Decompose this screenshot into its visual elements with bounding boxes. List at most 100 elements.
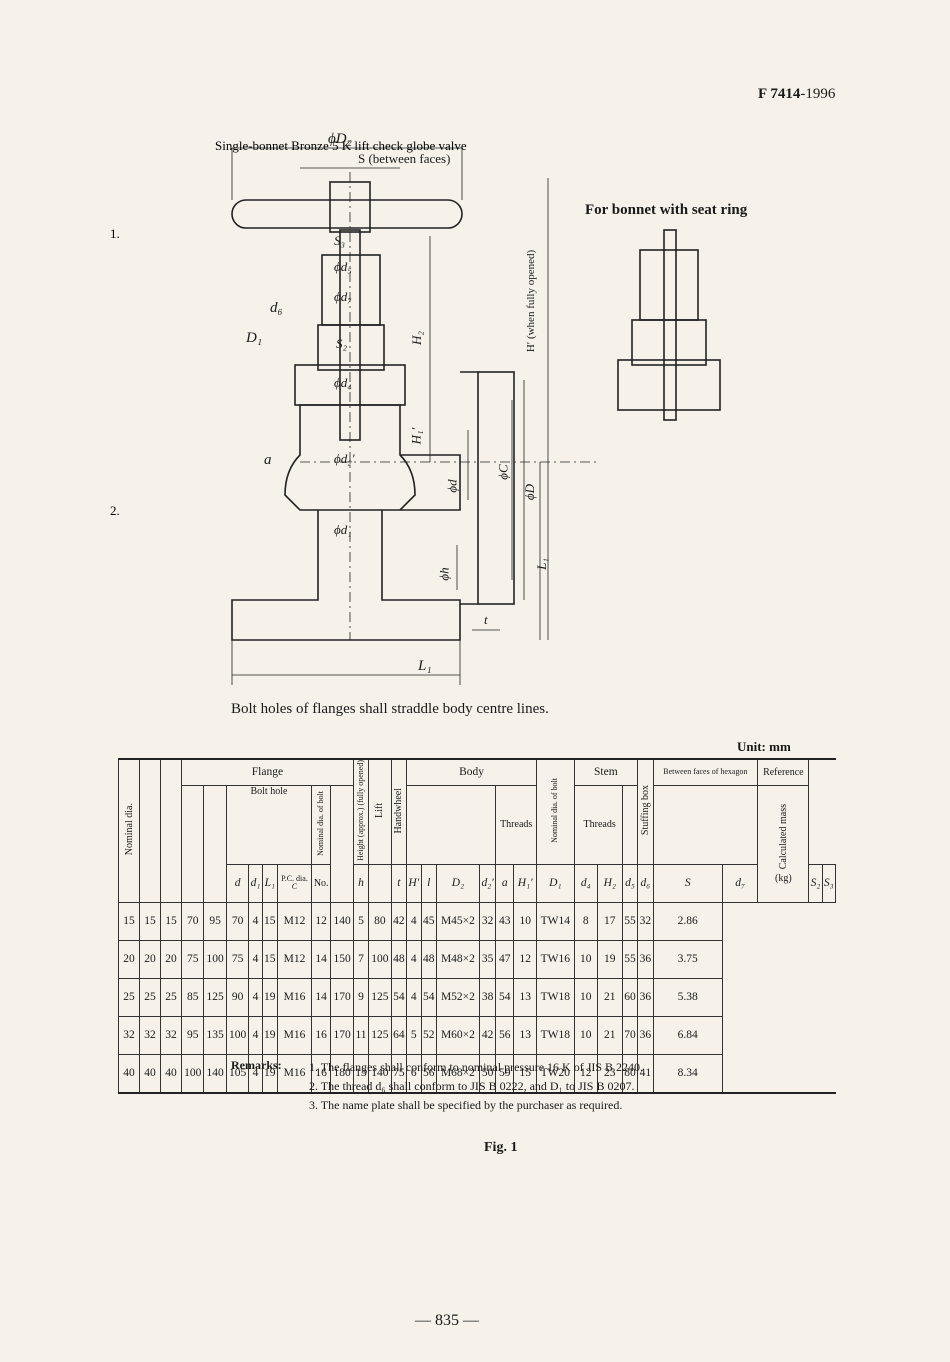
table-cell: TW18 (536, 977, 575, 1017)
bottom-flange (231, 510, 461, 641)
table-cell: 6.84 (652, 1015, 723, 1055)
table-cell: M16 (276, 1015, 313, 1055)
table-cell: 17 (596, 901, 623, 941)
svg-text:1.: 1. (110, 226, 120, 241)
handwheel (231, 199, 463, 229)
table-cell: 45 (420, 901, 437, 941)
sym-d7: d₇ (721, 863, 759, 903)
th-stuffing-box: Stuffing box (637, 758, 654, 865)
sym-d4: d₄ (573, 863, 598, 903)
table-cell: 4 (406, 939, 422, 979)
table-cell: 140 (203, 1053, 227, 1094)
table-cell: 100 (180, 1053, 205, 1094)
th-reference: Reference (757, 758, 810, 786)
table-cell: 70 (180, 901, 205, 941)
table-cell: 19 (261, 1015, 278, 1055)
table-cell: 5 (352, 901, 370, 941)
label-L1-bottom: L₁ (418, 658, 432, 674)
table-cell: 42 (390, 901, 408, 941)
table-cell: 13 (352, 1053, 370, 1094)
table-cell: 100 (225, 1015, 250, 1055)
table-cell: 25 (160, 977, 182, 1017)
table-cell: 14 (310, 977, 332, 1017)
table-cell: 55 (621, 939, 639, 979)
table-cell: 15 (160, 901, 182, 941)
sym-l: l (420, 863, 437, 903)
th-height: Height (approx.) (fully opened) (352, 758, 370, 865)
bolt-note: Bolt holes of flanges shall straddle bod… (231, 701, 549, 717)
label-H-prime: H′ (when fully opened) (525, 249, 538, 353)
table-cell: TW14 (536, 901, 575, 941)
table-cell: 125 (203, 977, 227, 1017)
table-cell: 10 (573, 977, 598, 1017)
table-cell: 90 (225, 977, 250, 1017)
side-flange (477, 371, 515, 605)
sym-L1: L₁ (261, 863, 278, 903)
table-cell: 100 (203, 939, 227, 979)
table-cell: M45×2 (435, 901, 480, 941)
svg-text:2.: 2. (110, 503, 120, 518)
label-phi-d5: ϕd₅ (334, 259, 352, 274)
sym-d1: d₁ (248, 863, 263, 903)
sym-h: h (352, 863, 370, 903)
table-cell: 35 (478, 939, 497, 979)
sym-d2p: d₂′ (478, 863, 497, 903)
svg-text:Single-bonnet Bronze 5 K lift: Single-bonnet Bronze 5 K lift check glob… (215, 138, 467, 153)
sym-S2: S₂ (808, 863, 823, 903)
figure-caption: Fig. 1 (484, 1140, 518, 1155)
th-nominal-dia-bolt: Nominal dia. of bolt (310, 784, 332, 865)
table-cell: 32 (139, 1015, 161, 1055)
table-cell: 170 (330, 977, 354, 1017)
table-cell: 4 (248, 901, 263, 941)
standard-code: F 7414-1996 (758, 86, 836, 102)
table-cell: 5.38 (652, 977, 723, 1017)
sym-d: d (225, 863, 250, 903)
label-a: a (264, 452, 272, 468)
table-cell: 36 (637, 977, 654, 1017)
th-body: Body (406, 758, 538, 786)
sym-d5: d₅ (621, 863, 639, 903)
table-cell: 56 (495, 1015, 515, 1055)
table-cell: 64 (390, 1015, 408, 1055)
table-cell: 170 (330, 1015, 354, 1055)
table-cell: 15 (261, 901, 278, 941)
table-cell: 47 (495, 939, 515, 979)
table-cell: 8 (573, 901, 598, 941)
label-d6: d₆ (270, 300, 283, 316)
table-cell: 19 (261, 977, 278, 1017)
table-cell: 75 (225, 939, 250, 979)
table-cell: 180 (330, 1053, 354, 1094)
table-cell: 16 (310, 1015, 332, 1055)
table-cell: 140 (368, 1053, 392, 1094)
table-cell: 9 (352, 977, 370, 1017)
table-cell: 4 (248, 977, 263, 1017)
th-flange: Flange (181, 758, 354, 786)
remark-1: 1. The flanges shall conform to nominal … (309, 1060, 644, 1074)
label-H1p: H₁′ (408, 427, 424, 445)
th-between-faces: Between faces of hexagon (652, 758, 759, 786)
table-cell: 32 (160, 1015, 182, 1055)
sym-no: No. (310, 863, 332, 903)
table-cell: 8.34 (652, 1053, 723, 1094)
table-cell: 52 (420, 1015, 437, 1055)
table-cell: 36 (637, 1015, 654, 1055)
dimension-table: Nominal dia. Flange Height (approx.) (fu… (118, 758, 837, 1094)
remark-3: 3. The name plate shall be specified by … (309, 1098, 623, 1112)
table-cell: 40 (118, 1053, 140, 1094)
table-cell: 95 (180, 1015, 205, 1055)
th-calc-mass: Calculated mass(kg) (757, 784, 810, 903)
table-cell: 12 (573, 1053, 598, 1094)
sym-S: S (652, 863, 723, 903)
table-cell: 40 (160, 1053, 182, 1094)
th-bolt-hole: Bolt hole (225, 784, 313, 865)
label-phi-d1: ϕd₁ (334, 522, 352, 537)
table-cell: 11 (352, 1015, 370, 1055)
th-nominal-dia-bolt2: Nominal dia. of bolt (536, 758, 575, 865)
table-cell: 19 (261, 1053, 278, 1094)
table-cell: 38 (478, 977, 497, 1017)
label-phi-d7: ϕd₇ (334, 289, 352, 304)
table-cell: 75 (390, 1053, 408, 1094)
table-cell: 32 (637, 901, 654, 941)
